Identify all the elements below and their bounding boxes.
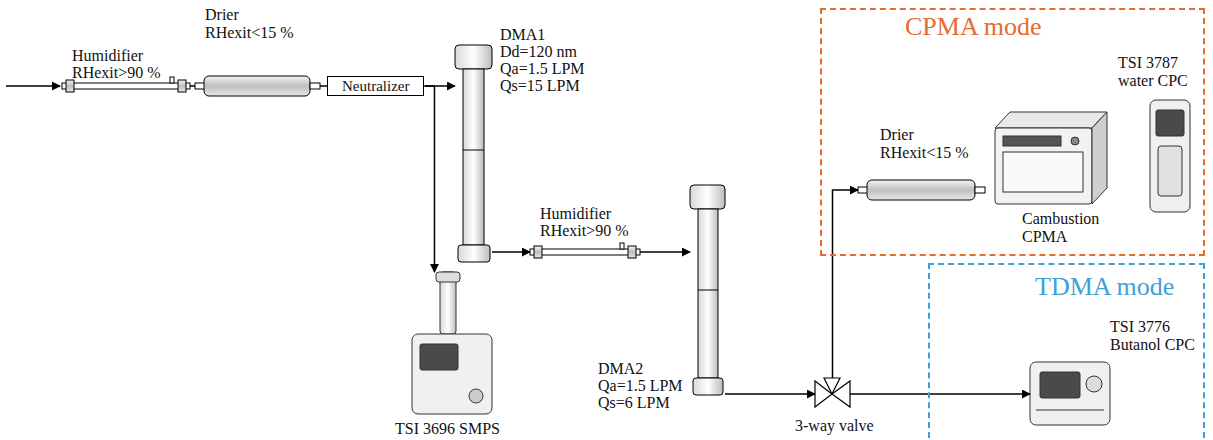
dma-symbol-part [463, 150, 484, 151]
parameter-label: Qa=1.5 LPM [598, 377, 683, 395]
dma-symbol-part [463, 69, 484, 245]
humidifier-symbol-part [170, 77, 174, 83]
flow-line [492, 251, 530, 253]
cpma-instrument-figure-part [1071, 137, 1079, 145]
parameter-label: RHexit<15 % [205, 24, 294, 42]
dma-column: DMA1Dd=120 nmQa=1.5 LPMQs=15 LPM [455, 45, 492, 262]
component-label: 3-way valve [795, 417, 874, 435]
water-cpc-figure-part [1156, 110, 1184, 136]
water-cpc-figure-part [1150, 100, 1190, 212]
smps-figure-part [420, 344, 458, 370]
component-label: Drier [205, 6, 239, 24]
water-cpc-figure [1150, 100, 1190, 212]
dma-symbol-part [455, 45, 492, 69]
water-cpc-figure-part [1158, 146, 1182, 196]
drier-symbol-part [204, 76, 310, 96]
cpma-instrument-figure-part [995, 128, 1092, 204]
valve-symbol-part [824, 378, 840, 394]
butanol-cpc-figure-part [1036, 410, 1104, 411]
humidifier-symbol-part [66, 80, 74, 92]
component-label: TSI 3696 SMPS [395, 420, 500, 438]
humidifier-symbol-part [530, 249, 640, 255]
flow-line [850, 393, 1030, 395]
humidifier: HumidifierRHexit>90 % [530, 246, 640, 258]
parameter-label: Qs=6 LPM [598, 394, 670, 412]
humidifier-symbol-part [178, 80, 186, 92]
drier-symbol-part [867, 180, 975, 200]
humidifier-symbol-part [628, 246, 636, 258]
butanol-cpc: TSI 3776 Butanol CPC [1030, 358, 1110, 425]
flow-line [424, 86, 434, 272]
component-label: TSI 3787 water CPC [1118, 54, 1198, 90]
drier-symbol-part [310, 83, 320, 89]
flow-line [190, 85, 195, 87]
cpma-mode-region: CPMA modeDrierRHexit<15 % TSI 3787 water … [820, 8, 1205, 256]
cpma-instrument: Cambustion CPMA [995, 112, 1107, 204]
drier-symbol [858, 180, 985, 200]
tdma-mode-region: TDMA modeTSI 3776 Butanol CPC [928, 263, 1205, 440]
dma-symbol-part [458, 245, 490, 262]
component-label: Humidifier [540, 205, 611, 223]
smps-figure-part [436, 272, 460, 282]
component-label: CPMA mode [905, 12, 1042, 42]
drier: DrierRHexit<15 % [195, 76, 320, 96]
smps-figure [412, 272, 492, 414]
water-cpc: TSI 3787 water CPC [1150, 100, 1190, 212]
humidifier: HumidifierRHexit>90 % [62, 80, 190, 92]
inlet-arrow [6, 86, 60, 87]
three-way-valve: 3-way valve [815, 378, 850, 410]
smps-instrument: TSI 3696 SMPS [405, 272, 495, 414]
component-label: Drier [880, 126, 914, 144]
component-label: TSI 3776 Butanol CPC [1110, 318, 1202, 354]
drier-symbol-part [975, 187, 985, 193]
flow-line [640, 251, 690, 253]
humidifier-symbol-part [534, 246, 542, 258]
drier: DrierRHexit<15 % [858, 180, 985, 200]
inlet-arrow-part [6, 85, 60, 87]
dma-symbol-part [693, 378, 723, 395]
dma-symbol-part [690, 185, 725, 209]
flow-line [833, 190, 859, 378]
cpma-instrument-figure-part [1003, 152, 1083, 192]
parameter-label: Qa=1.5 LPM [500, 60, 585, 78]
dma-symbol [690, 185, 725, 395]
parameter-label: RHexit>90 % [72, 64, 161, 82]
component-label: Neutralizer [342, 77, 409, 95]
humidifier-symbol [530, 243, 640, 258]
parameter-label: RHexit>90 % [540, 222, 629, 240]
cpma-instrument-figure-part [1003, 136, 1061, 146]
smps-figure-part [469, 389, 483, 403]
component-label: TDMA mode [1035, 272, 1174, 302]
component-label: Cambustion CPMA [1022, 210, 1112, 246]
component-label: DMA1 [500, 26, 545, 44]
butanol-cpc-figure-part [1040, 372, 1080, 398]
parameter-label: Qs=15 LPM [500, 77, 580, 95]
dma-symbol-part [698, 209, 718, 378]
cpma-instrument-figure-part [995, 112, 1107, 128]
dma-column: DMA2Qa=1.5 LPMQs=6 LPM [690, 185, 725, 395]
butanol-cpc-figure [1030, 362, 1110, 425]
cpma-instrument-figure-part [1092, 112, 1107, 204]
valve-symbol [815, 378, 850, 407]
dma-symbol-part [698, 290, 718, 291]
neutralizer-box: Neutralizer [327, 76, 424, 96]
flow-line [725, 393, 815, 395]
parameter-label: RHexit<15 % [880, 144, 969, 162]
humidifier-symbol-part [620, 243, 624, 249]
butanol-cpc-figure-part [1086, 376, 1102, 392]
parameter-label: Dd=120 nm [500, 43, 577, 61]
drier-symbol [195, 76, 320, 96]
smps-figure-part [412, 334, 492, 414]
butanol-cpc-figure-part [1030, 362, 1110, 425]
cpma-instrument-figure [995, 112, 1107, 204]
component-label: Humidifier [72, 47, 143, 65]
dma-symbol [455, 45, 492, 262]
flow-line [320, 85, 327, 87]
component-label: DMA2 [598, 360, 643, 378]
humidifier-symbol-part [62, 83, 190, 89]
